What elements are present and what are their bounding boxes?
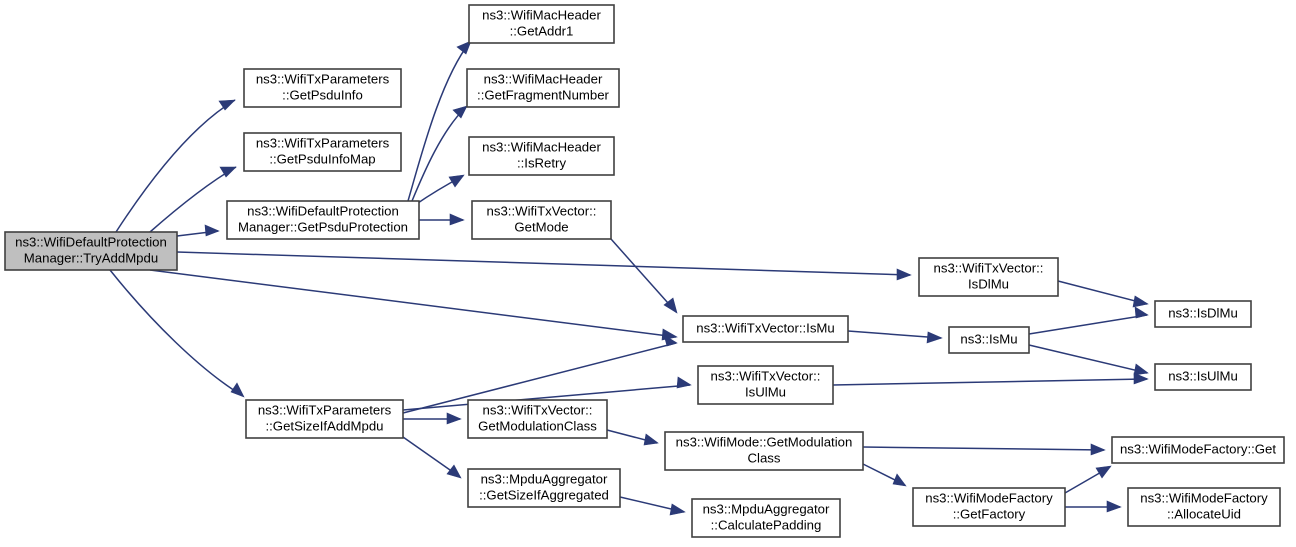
edge-ns3_is_mu-to-ns3_is_dl_mu (1028, 314, 1148, 335)
node-box-get_fragment_number[interactable] (466, 68, 620, 108)
edge-ns3_is_mu-to-ns3_is_ul_mu (1028, 344, 1148, 374)
node-box-get_psdu_protection[interactable] (226, 200, 420, 240)
arrowhead-txvector_is_mu (663, 334, 678, 347)
edge-wifimode_get_modulation_class-to-factory_get (862, 446, 1105, 451)
arrowhead-wifimode_get_modulation_class (643, 433, 659, 446)
node-box-txvector_get_mode[interactable] (471, 200, 612, 240)
node-get_fragment_number[interactable]: ns3::WifiMacHeader::GetFragmentNumber (466, 68, 620, 108)
edge-try_add_mpdu-to-get_psdu_info (115, 99, 236, 233)
node-wifimode_get_modulation_class[interactable]: ns3::WifiMode::GetModulationClass (664, 431, 864, 471)
node-get_psdu_info[interactable]: ns3::WifiTxParameters::GetPsduInfo (243, 68, 402, 108)
edge-get_size_if_add_mpdu-to-txvector_is_ul_mu (402, 384, 691, 411)
arrowhead-get_size_if_aggregated (446, 464, 462, 479)
arrowhead-txvector_get_mode (449, 213, 465, 226)
arrowhead-get_size_if_add_mpdu (230, 382, 245, 398)
edge-txvector_get_mode-to-txvector_is_mu (610, 238, 677, 313)
node-calculate_padding[interactable]: ns3::MpduAggregator::CalculatePadding (691, 498, 841, 538)
node-get_addr1[interactable]: ns3::WifiMacHeader::GetAddr1 (468, 4, 615, 44)
edge-get_psdu_protection-to-get_addr1 (407, 41, 471, 202)
node-txvector_is_mu[interactable]: ns3::WifiTxVector::IsMu (682, 315, 849, 343)
edge-get_psdu_protection-to-get_fragment_number (411, 106, 467, 202)
node-box-ns3_is_dl_mu[interactable] (1154, 300, 1252, 328)
node-txvector_is_ul_mu[interactable]: ns3::WifiTxVector::IsUlMu (697, 365, 834, 405)
node-get_factory[interactable]: ns3::WifiModeFactory::GetFactory (912, 487, 1066, 527)
node-get_psdu_info_map[interactable]: ns3::WifiTxParameters::GetPsduInfoMap (243, 132, 402, 172)
edge-try_add_mpdu-to-get_size_if_add_mpdu (109, 269, 244, 397)
node-factory_get[interactable]: ns3::WifiModeFactory::Get (1111, 436, 1285, 464)
node-txvector_is_dl_mu[interactable]: ns3::WifiTxVector::IsDlMu (918, 257, 1059, 297)
node-box-ns3_is_ul_mu[interactable] (1154, 363, 1252, 391)
edges-layer (109, 40, 1149, 516)
node-box-get_addr1[interactable] (468, 4, 615, 44)
arrowhead-ns3_is_dl_mu (1134, 306, 1149, 319)
node-txvector_get_modulation_class[interactable]: ns3::WifiTxVector::GetModulationClass (467, 399, 608, 439)
nodes-layer: ns3::WifiDefaultProtectionManager::TryAd… (4, 4, 1285, 538)
node-get_size_if_aggregated[interactable]: ns3::MpduAggregator::GetSizeIfAggregated (467, 468, 621, 508)
node-ns3_is_dl_mu[interactable]: ns3::IsDlMu (1154, 300, 1252, 328)
arrowhead-get_fragment_number (452, 105, 468, 119)
edge-txvector_is_mu-to-ns3_is_mu (847, 330, 942, 339)
edge-txvector_is_dl_mu-to-ns3_is_dl_mu (1057, 280, 1148, 305)
node-try_add_mpdu[interactable]: ns3::WifiDefaultProtectionManager::TryAd… (4, 231, 178, 271)
arrowhead-factory_get (1090, 443, 1106, 456)
node-get_size_if_add_mpdu[interactable]: ns3::WifiTxParameters::GetSizeIfAddMpdu (245, 399, 404, 439)
node-txvector_get_mode[interactable]: ns3::WifiTxVector::GetMode (471, 200, 612, 240)
arrowhead-txvector_is_mu (663, 297, 678, 314)
node-box-get_psdu_info_map[interactable] (243, 132, 402, 172)
node-box-txvector_is_mu[interactable] (682, 315, 849, 343)
arrowhead-allocate_uid (1106, 500, 1122, 513)
node-box-txvector_is_dl_mu[interactable] (918, 257, 1059, 297)
arrowhead-ns3_is_ul_mu (1133, 363, 1149, 376)
arrowhead-get_factory (892, 473, 907, 487)
edge-try_add_mpdu-to-txvector_is_dl_mu (176, 251, 911, 276)
arrowhead-get_psdu_info_map (219, 166, 237, 178)
node-box-txvector_get_modulation_class[interactable] (467, 399, 608, 439)
arrowhead-ns3_is_ul_mu (1133, 372, 1149, 385)
node-box-factory_get[interactable] (1111, 436, 1285, 464)
node-box-calculate_padding[interactable] (691, 498, 841, 538)
node-ns3_is_ul_mu[interactable]: ns3::IsUlMu (1154, 363, 1252, 391)
node-box-allocate_uid[interactable] (1127, 487, 1281, 527)
arrowhead-is_retry (448, 174, 465, 188)
node-box-is_retry[interactable] (468, 136, 615, 176)
edge-try_add_mpdu-to-txvector_is_mu (149, 269, 677, 338)
arrowhead-factory_get (1095, 465, 1112, 479)
node-box-get_psdu_info[interactable] (243, 68, 402, 108)
node-get_psdu_protection[interactable]: ns3::WifiDefaultProtectionManager::GetPs… (226, 200, 420, 240)
node-box-wifimode_get_modulation_class[interactable] (664, 431, 864, 471)
arrowhead-ns3_is_dl_mu (1132, 295, 1149, 308)
edge-txvector_is_ul_mu-to-ns3_is_ul_mu (832, 378, 1148, 386)
node-box-ns3_is_mu[interactable] (948, 326, 1030, 354)
arrowhead-ns3_is_mu (926, 331, 943, 344)
node-ns3_is_mu[interactable]: ns3::IsMu (948, 326, 1030, 354)
arrowhead-txvector_is_dl_mu (896, 268, 912, 281)
node-allocate_uid[interactable]: ns3::WifiModeFactory::AllocateUid (1127, 487, 1281, 527)
arrowhead-get_psdu_protection (204, 224, 220, 237)
arrowhead-get_psdu_info (218, 99, 236, 111)
arrowhead-calculate_padding (669, 503, 686, 516)
arrowhead-get_addr1 (456, 40, 472, 55)
arrowhead-txvector_get_modulation_class (446, 412, 462, 425)
node-box-get_factory[interactable] (912, 487, 1066, 527)
node-box-get_size_if_aggregated[interactable] (467, 468, 621, 508)
node-box-try_add_mpdu[interactable] (4, 231, 178, 271)
node-is_retry[interactable]: ns3::WifiMacHeader::IsRetry (468, 136, 615, 176)
arrowhead-txvector_is_ul_mu (676, 376, 692, 389)
node-box-get_size_if_add_mpdu[interactable] (245, 399, 404, 439)
edge-try_add_mpdu-to-get_psdu_info_map (149, 166, 237, 233)
edge-get_size_if_add_mpdu-to-txvector_is_mu (402, 342, 677, 414)
node-box-txvector_is_ul_mu[interactable] (697, 365, 834, 405)
